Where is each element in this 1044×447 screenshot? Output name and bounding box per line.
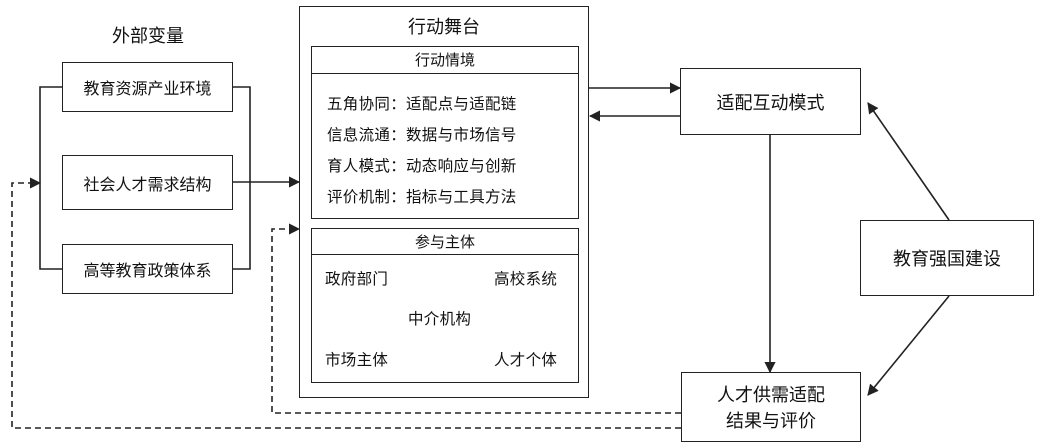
action-situation-title: 行动情境: [414, 51, 475, 69]
participant-uni: 高校系统: [494, 270, 558, 288]
external-title: 外部变量: [112, 26, 184, 47]
participant-talent: 人才个体: [494, 351, 558, 369]
participant-mid: 中介机构: [408, 310, 472, 328]
feedback-to-external: [11, 177, 681, 429]
left-bracket: [39, 86, 62, 270]
adaptive-mode-box: 适配互动模式: [680, 68, 861, 135]
result-line-2: 结果与评价: [726, 411, 816, 432]
arrow-power-to-result: [867, 295, 950, 396]
participant-market: 市场主体: [325, 351, 389, 369]
situation-line-1: 五角协同：适配点与适配链: [327, 95, 517, 113]
situation-divider: [311, 73, 579, 74]
participants-title: 参与主体: [414, 233, 475, 251]
participants-divider: [311, 254, 579, 255]
external-item-policy: 高等教育政策体系: [62, 244, 233, 294]
participant-gov: 政府部门: [325, 270, 389, 288]
external-item-resource: 教育资源产业环境: [62, 62, 233, 112]
right-bracket: [233, 86, 251, 270]
situation-line-3: 育人模式：动态响应与创新: [327, 157, 517, 175]
external-item-demand: 社会人才需求结构: [62, 155, 233, 210]
arrow-power-to-mode: [867, 102, 950, 221]
result-line-1: 人才供需适配: [717, 385, 825, 406]
participants-box: [311, 228, 579, 383]
action-situation: [311, 46, 579, 219]
result-box: [681, 372, 861, 442]
situation-line-4: 评价机制：指标与工具方法: [327, 188, 517, 206]
education-power-box: 教育强国建设: [860, 220, 1034, 296]
situation-line-2: 信息流通：数据与市场信号: [327, 126, 517, 144]
feedback-to-stage: [271, 223, 681, 414]
action-stage-title: 行动舞台: [408, 17, 480, 38]
